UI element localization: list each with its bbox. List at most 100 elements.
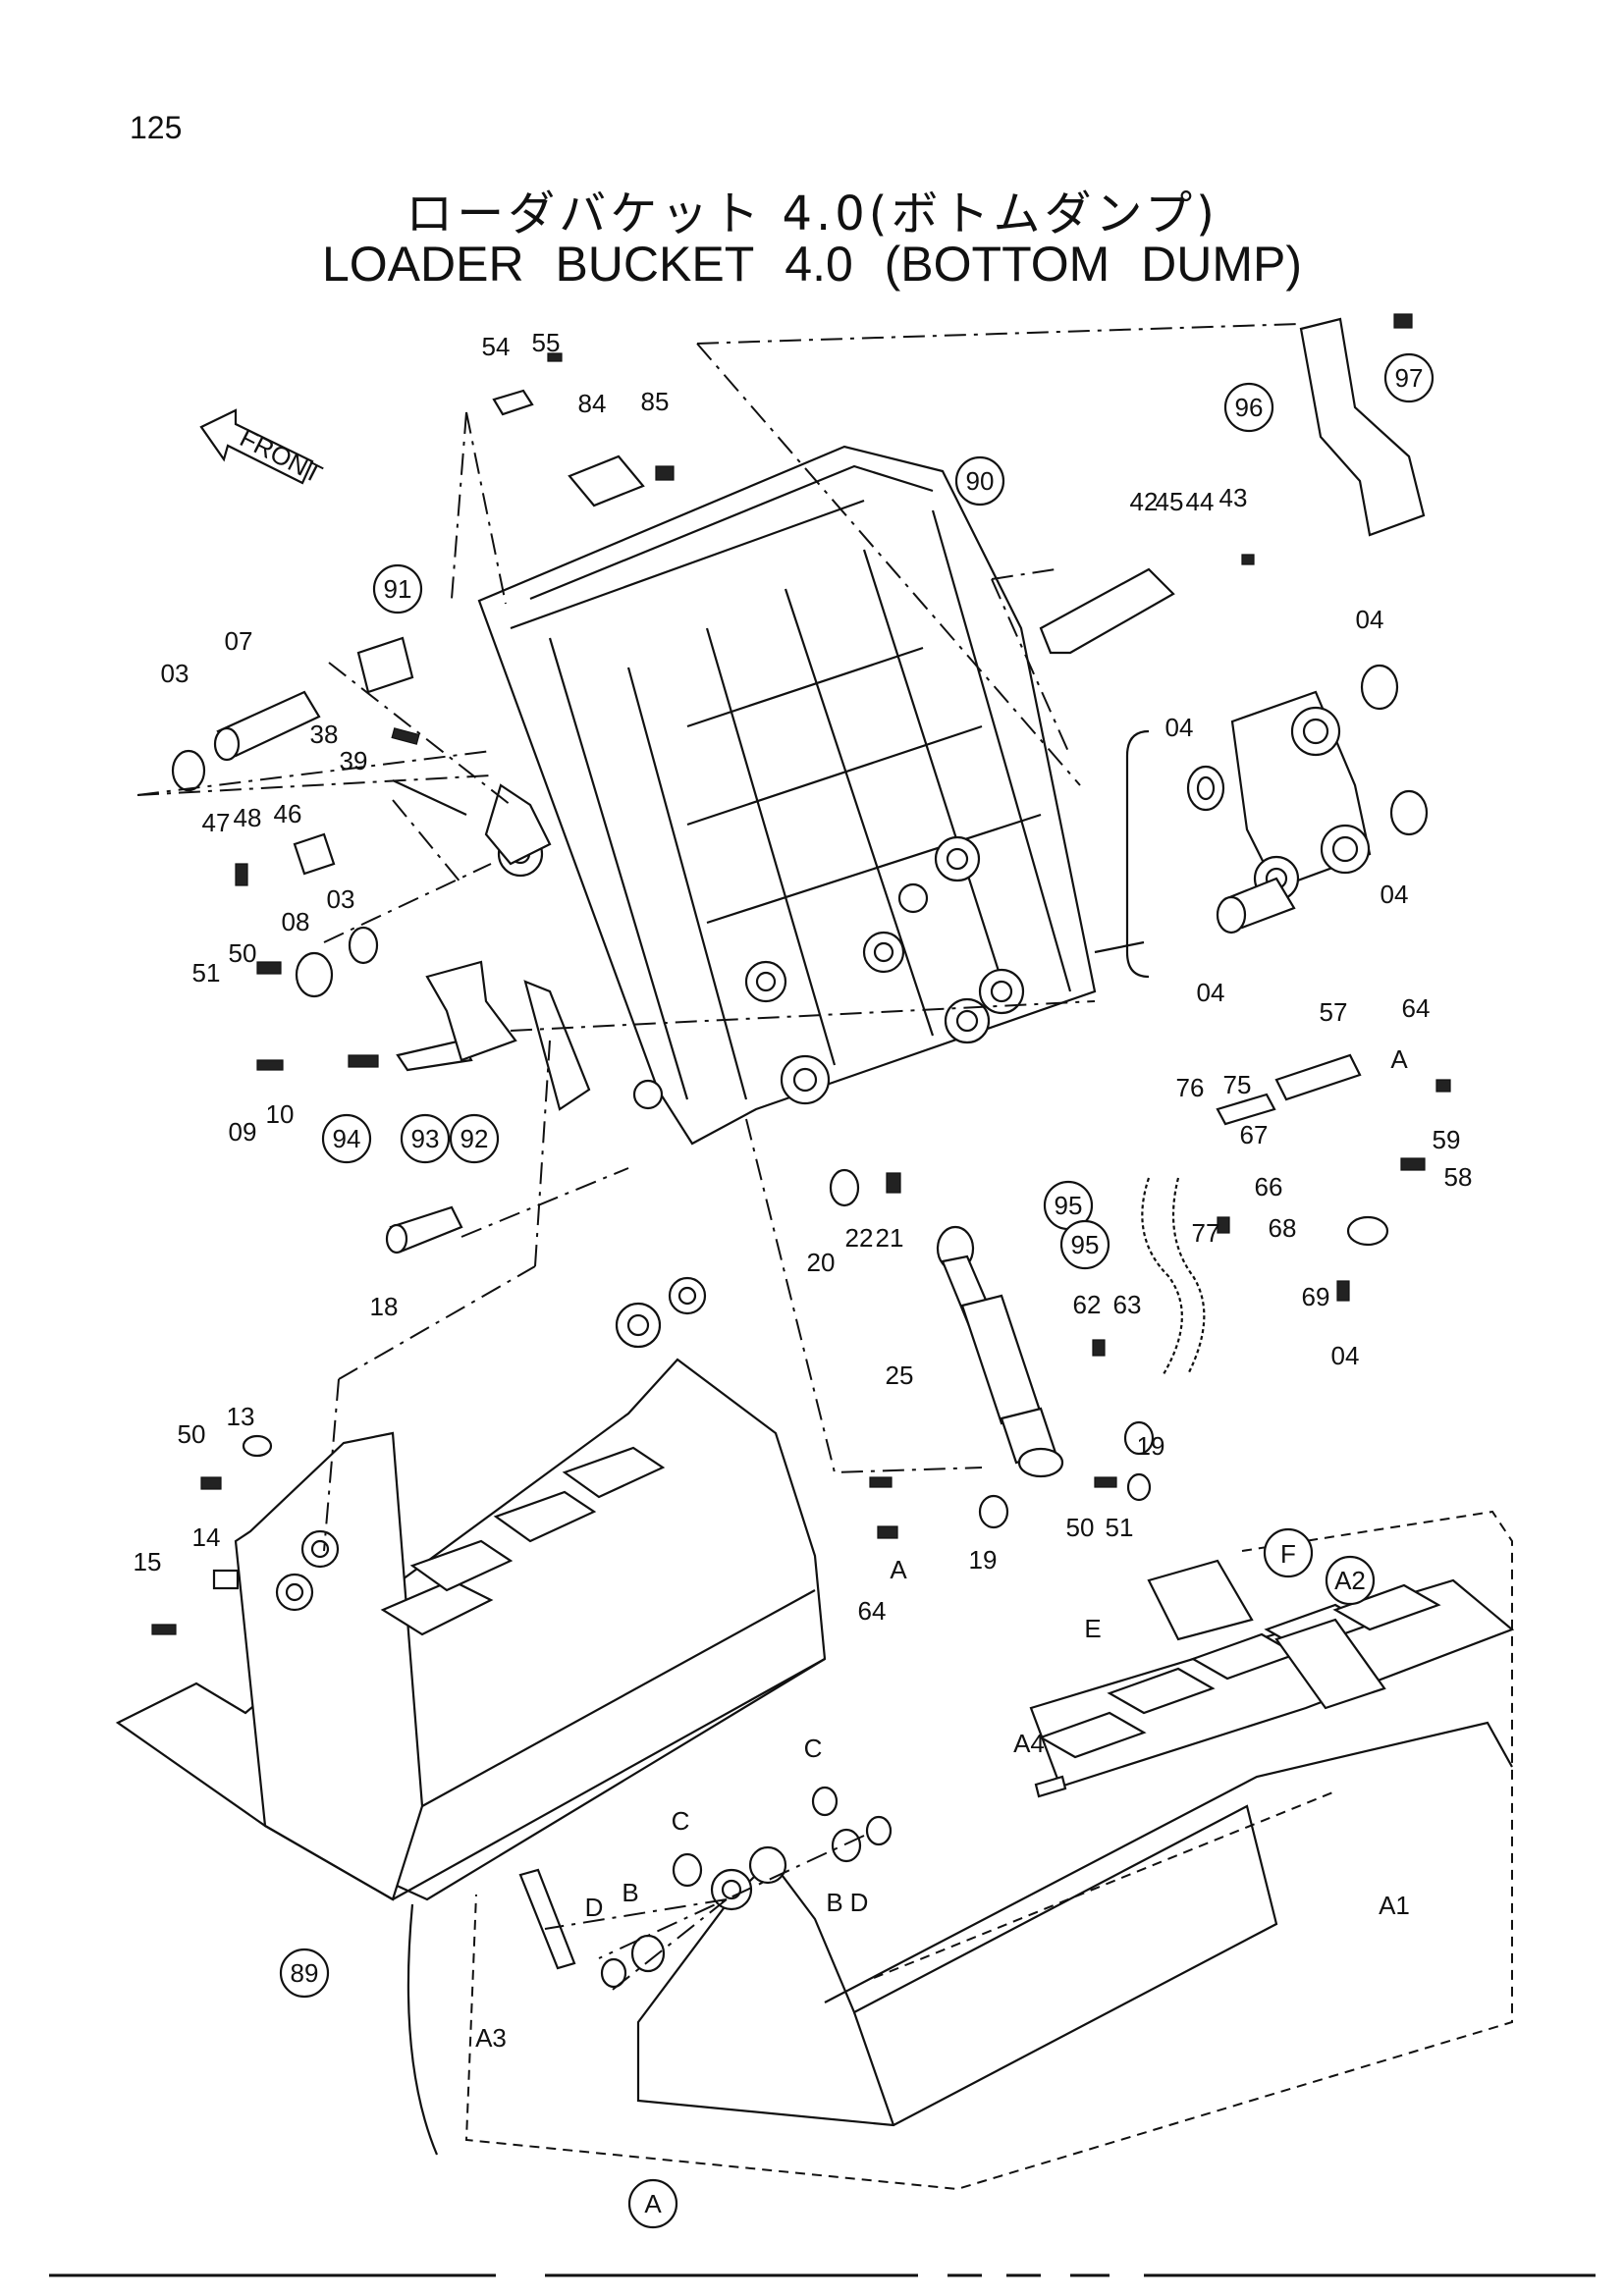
tooth-part-E [1147, 1559, 1254, 1641]
washer-part-19 [1123, 1420, 1155, 1456]
part-label: 68 [1269, 1213, 1297, 1243]
part-label: C [672, 1806, 690, 1836]
part-label: 51 [1106, 1513, 1134, 1542]
part-label: 94 [333, 1124, 361, 1153]
washer-part-03 [171, 749, 206, 792]
part-label: F [1280, 1539, 1296, 1569]
part-label: 03 [327, 884, 355, 914]
part-label: 58 [1444, 1162, 1473, 1192]
pin-part-13 [242, 1434, 273, 1458]
plate-part-46 [293, 832, 336, 876]
part-label: 50 [178, 1419, 206, 1449]
part-label: 07 [225, 626, 253, 656]
bushing-C-left [672, 1852, 703, 1888]
part-label: 91 [384, 574, 412, 604]
washer-part-19b [978, 1494, 1009, 1529]
page-title-japanese: ローダバケット 4.0(ボトムダンプ) [406, 187, 1218, 241]
page-title-english: LOADER BUCKET 4.0 (BOTTOM DUMP) [321, 237, 1303, 292]
page-number: 125 [130, 110, 183, 145]
part-label: 25 [886, 1361, 914, 1390]
part-label: 08 [282, 907, 310, 936]
part-label: 46 [274, 799, 302, 828]
part-label: 10 [266, 1099, 295, 1129]
part-label: 84 [578, 389, 607, 418]
part-label: B [826, 1888, 842, 1917]
callout-circles [279, 352, 1435, 2229]
hose-part-95 [1141, 1177, 1206, 1375]
fitting-part-76 [1216, 1093, 1276, 1126]
part-label: 67 [1240, 1120, 1269, 1149]
part-label: 96 [1235, 393, 1264, 422]
pin-part-A4 [1034, 1775, 1067, 1798]
bushing-assembly-04 [1125, 664, 1429, 979]
part-label: 76 [1176, 1073, 1205, 1102]
plate-part-54 [492, 389, 534, 416]
part-label: 09 [229, 1117, 257, 1147]
part-label: 13 [227, 1402, 255, 1431]
part-label: 14 [192, 1522, 221, 1552]
part-label: 39 [340, 746, 368, 775]
part-label: 48 [234, 803, 262, 832]
valve-block-part-57 [1274, 1053, 1362, 1101]
part-label: 03 [161, 659, 189, 688]
part-label: 62 [1073, 1290, 1102, 1319]
part-label: B [622, 1878, 638, 1907]
part-label: A [644, 2189, 662, 2218]
washer-part-03b [348, 926, 379, 965]
bracket-part-96 [1299, 317, 1426, 537]
washer-part-20 [829, 1168, 860, 1207]
part-label: 18 [370, 1292, 399, 1321]
part-label: 75 [1223, 1070, 1252, 1099]
bushing-B-right [831, 1828, 862, 1863]
pin-part-A3 [518, 1868, 576, 1970]
lower-bucket-body-A [636, 1578, 1515, 2127]
boss-part-08 [295, 951, 334, 998]
part-label: D [585, 1893, 604, 1922]
part-label: 66 [1255, 1172, 1283, 1201]
part-label: A [890, 1555, 907, 1584]
part-label: 15 [134, 1547, 162, 1576]
part-label: 69 [1302, 1282, 1330, 1311]
part-label: 63 [1113, 1290, 1142, 1319]
part-label: 45 [1156, 487, 1184, 516]
tooth-part-A2 [1274, 1618, 1386, 1710]
bracket-part-92 [425, 960, 517, 1062]
cover-plate-part-84 [568, 454, 645, 507]
plate-part-91 [356, 636, 414, 694]
part-label: 93 [411, 1124, 440, 1153]
part-label: 04 [1380, 880, 1409, 909]
part-label: 47 [202, 808, 231, 837]
part-label: 19 [969, 1545, 998, 1575]
part-label: 92 [460, 1124, 489, 1153]
part-label: 04 [1165, 713, 1194, 742]
part-label: 04 [1356, 605, 1384, 634]
part-label: 44 [1186, 487, 1215, 516]
part-label: 04 [1331, 1341, 1360, 1370]
assembly-lines [136, 323, 1513, 2191]
part-label: 77 [1192, 1218, 1220, 1248]
front-arrow-label: FRONT [236, 423, 328, 489]
part-label: 42 [1130, 487, 1159, 516]
part-label: 64 [858, 1596, 887, 1626]
part-label: 38 [310, 720, 339, 749]
bushing-C-right [811, 1786, 839, 1817]
part-label: 85 [641, 387, 670, 416]
part-label: 51 [192, 958, 221, 988]
part-label: 97 [1395, 363, 1424, 393]
part-label: 04 [1197, 978, 1225, 1007]
part-label: 50 [1066, 1513, 1095, 1542]
part-label: 90 [966, 466, 995, 496]
part-label: 89 [291, 1958, 319, 1988]
part-label: 95 [1055, 1191, 1083, 1220]
part-label: A3 [475, 2023, 507, 2053]
part-label: 22 [845, 1223, 874, 1253]
angle-plate-part-42 [1039, 567, 1175, 655]
part-label: A1 [1379, 1891, 1410, 1920]
lower-bucket-body-89 [115, 1276, 827, 1901]
upper-bucket-frame [477, 445, 1097, 1146]
part-label: 59 [1433, 1125, 1461, 1154]
part-label: A [1390, 1044, 1408, 1074]
washer-D-right [865, 1815, 893, 1846]
part-label: 55 [532, 328, 561, 357]
